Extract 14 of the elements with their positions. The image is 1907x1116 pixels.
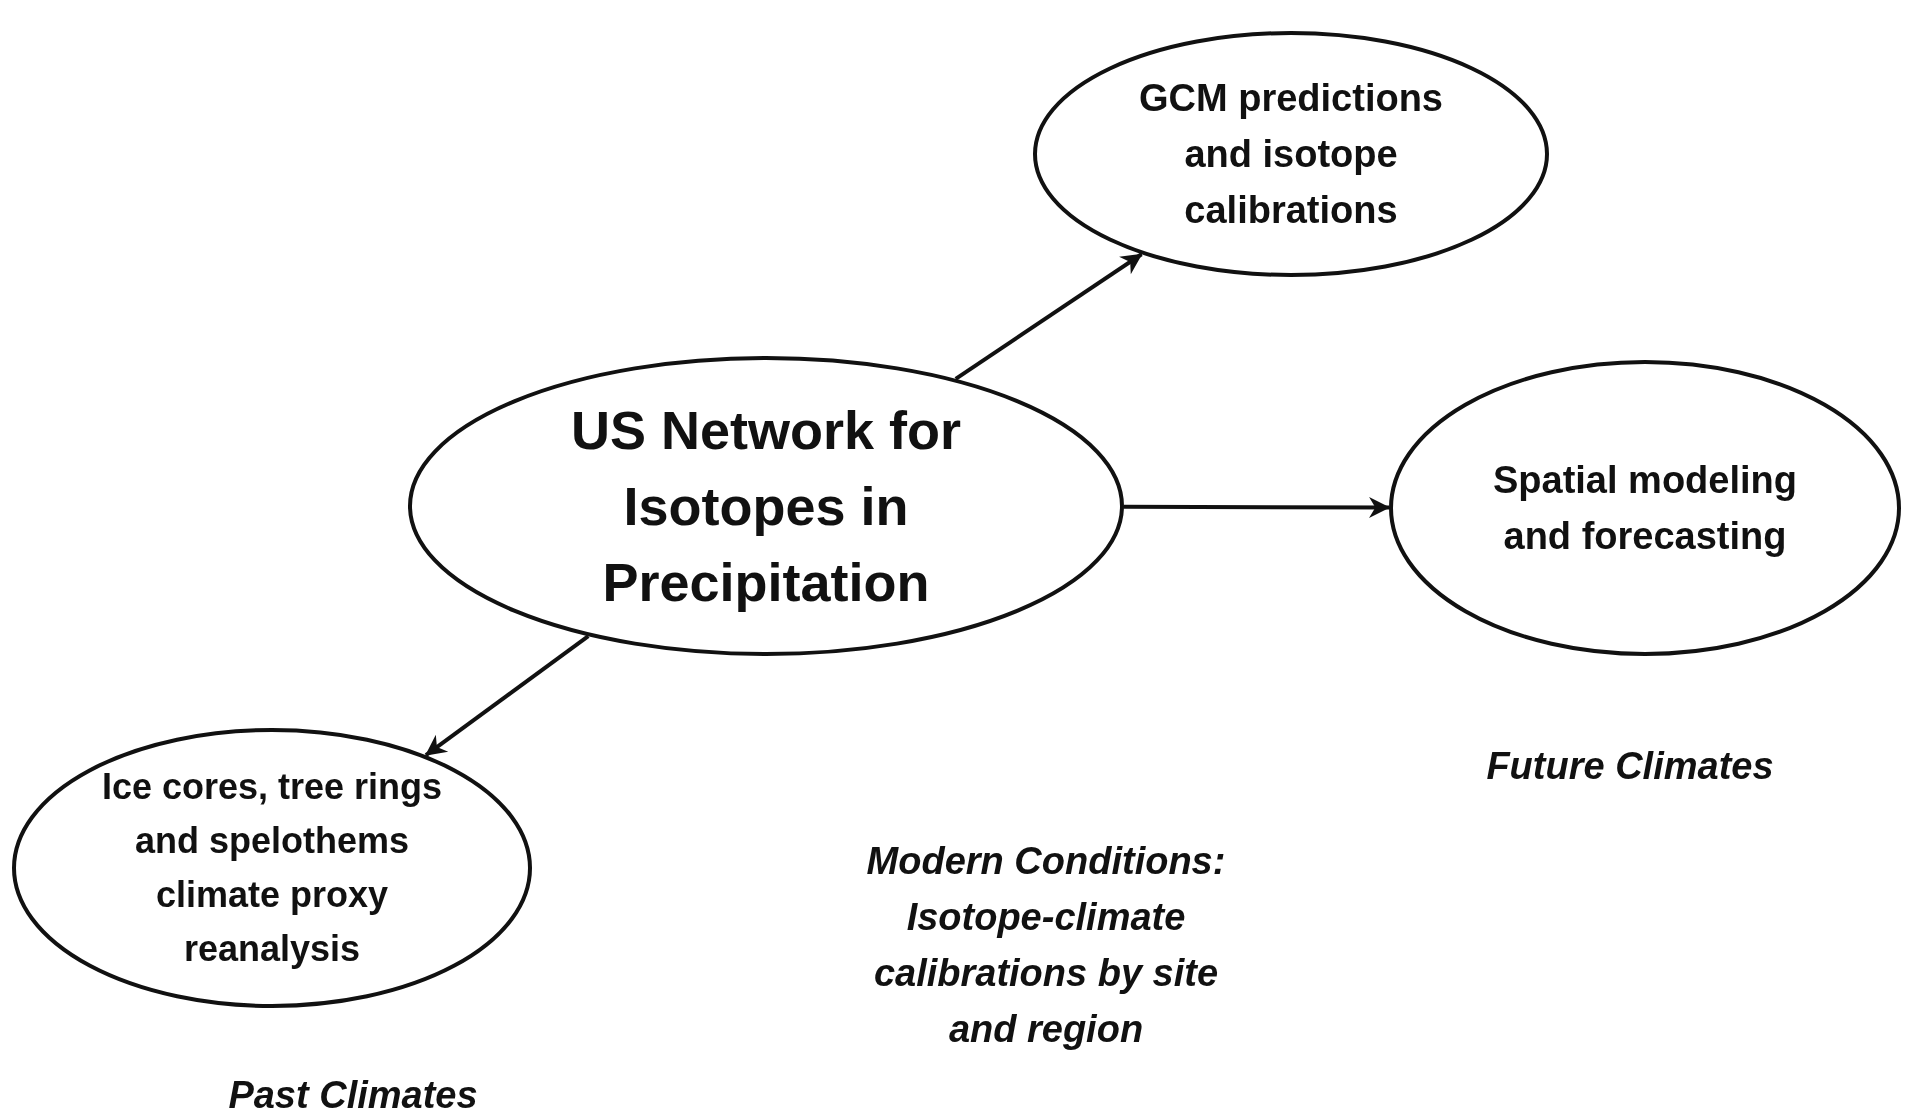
- node-text: Ice cores, tree rings and spelothems climate proxy reanalysis: [100, 765, 444, 971]
- annotation-text: Modern Conditions: Isotope-climate calibrations by site and region: [865, 839, 1227, 1052]
- node-text: US Network for Isotopes in Precipitation: [569, 399, 963, 614]
- annotation-text: Future Climates: [1485, 744, 1775, 789]
- arrow: [1124, 496, 1391, 518]
- arrow: [424, 634, 590, 757]
- oval-node: [1389, 360, 1901, 656]
- node-text: GCM predictions and isotope calibrations: [1138, 76, 1444, 233]
- node-text: Spatial modeling and forecasting: [1491, 458, 1798, 559]
- arrow: [954, 252, 1143, 381]
- oval-node: [408, 356, 1124, 656]
- oval-node: [1033, 31, 1549, 277]
- annotation-text: Past Climates: [227, 1073, 479, 1116]
- oval-node: [12, 728, 532, 1008]
